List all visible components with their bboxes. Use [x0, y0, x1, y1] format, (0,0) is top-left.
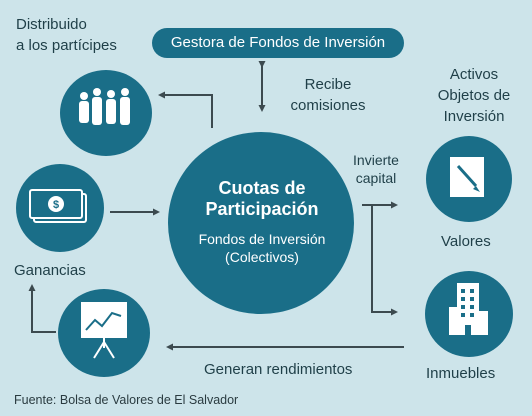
assets-label: Activos Objetos de Inversión	[437, 66, 511, 125]
invests-label: Invierte capital	[353, 152, 399, 186]
fees-label: Recibe comisiones	[290, 76, 366, 114]
document-pen-icon	[450, 157, 484, 197]
invest-arrow	[362, 201, 398, 316]
fund-manager-pill: Gestora de Fondos de Inversión	[152, 28, 404, 58]
chart-board-icon	[81, 302, 127, 359]
participants-label: Distribuido a los partícipes	[16, 16, 117, 54]
participation-units-circle	[168, 132, 354, 314]
center-title: Cuotas de Participación	[205, 178, 319, 219]
distribution-arrow	[158, 91, 213, 128]
real-estate-label: Inmuebles	[426, 365, 496, 382]
building-icon	[449, 283, 488, 335]
people-icon	[79, 88, 130, 125]
banknote-icon: $	[29, 189, 87, 223]
source-note: Fuente: Bolsa de Valores de El Salvador	[14, 393, 239, 407]
returns-label: Generan rendimientos	[204, 361, 353, 378]
securities-label: Valores	[441, 233, 491, 250]
gains-label: Ganancias	[14, 262, 86, 279]
returns-to-gains-arrow	[28, 284, 56, 333]
center-subtitle: Fondos de Inversión (Colectivos)	[198, 231, 326, 265]
svg-text:$: $	[53, 199, 59, 211]
